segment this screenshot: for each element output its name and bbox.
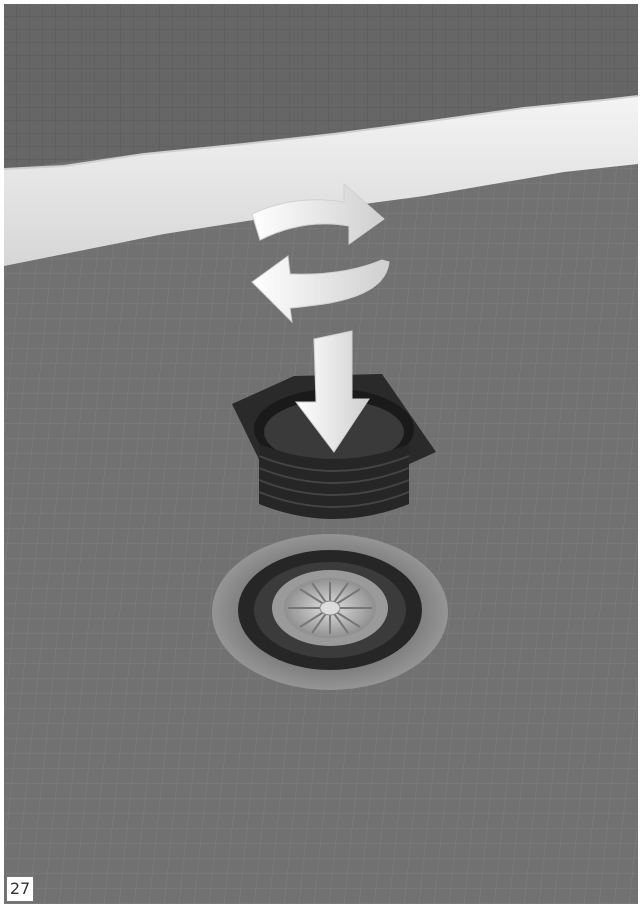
illustration-frame [4, 4, 638, 904]
rotate-left-arrow-icon [252, 256, 389, 322]
installation-illustration [4, 4, 638, 904]
floor-drain [212, 534, 448, 690]
rotate-right-arrow-icon [252, 184, 384, 244]
page-number: 27 [6, 876, 34, 902]
